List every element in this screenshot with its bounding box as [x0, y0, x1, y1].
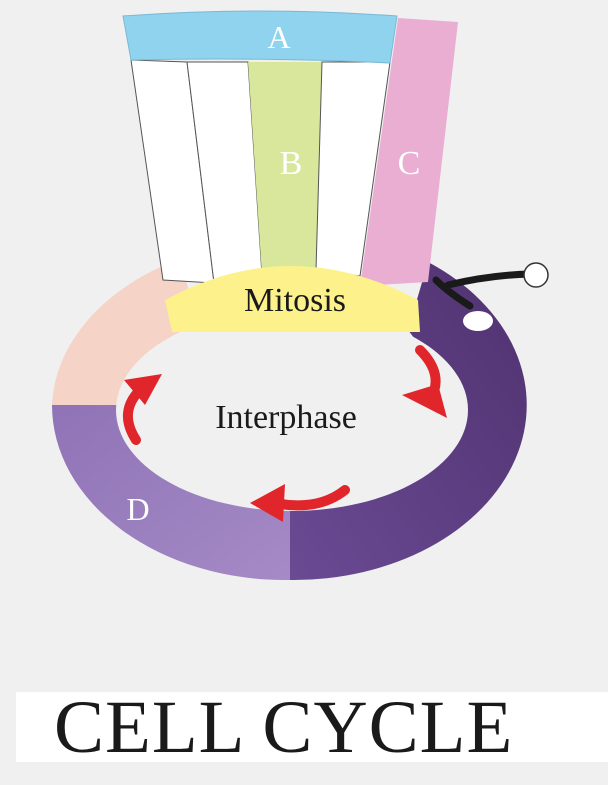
mitosis-columns	[122, 10, 458, 286]
label-interphase: Interphase	[215, 399, 357, 436]
label-d: D	[126, 491, 149, 527]
label-a: A	[267, 19, 290, 55]
ring-segment-d	[51, 405, 290, 581]
label-b: B	[280, 145, 303, 182]
cycle-arrows	[123, 345, 447, 522]
band-b	[248, 62, 322, 275]
cycle-ring	[51, 259, 527, 581]
ring-segment-peach	[52, 259, 200, 405]
page-title: CELL CYCLE	[54, 686, 514, 769]
arrow-bottom	[250, 484, 350, 522]
arrow-right	[402, 345, 447, 418]
arrow-left	[123, 374, 162, 445]
title-bar	[16, 692, 608, 762]
mitosis-cap	[165, 266, 420, 332]
pointer-knob-outer	[523, 262, 549, 288]
ring-inner	[116, 309, 468, 511]
checkpoint-pointer	[432, 262, 549, 331]
label-mitosis: Mitosis	[244, 282, 346, 319]
pointer-line	[432, 270, 534, 310]
label-c: C	[398, 145, 421, 182]
band-c	[360, 18, 458, 286]
band-a	[122, 10, 398, 64]
pointer-knob-inner	[463, 311, 493, 331]
